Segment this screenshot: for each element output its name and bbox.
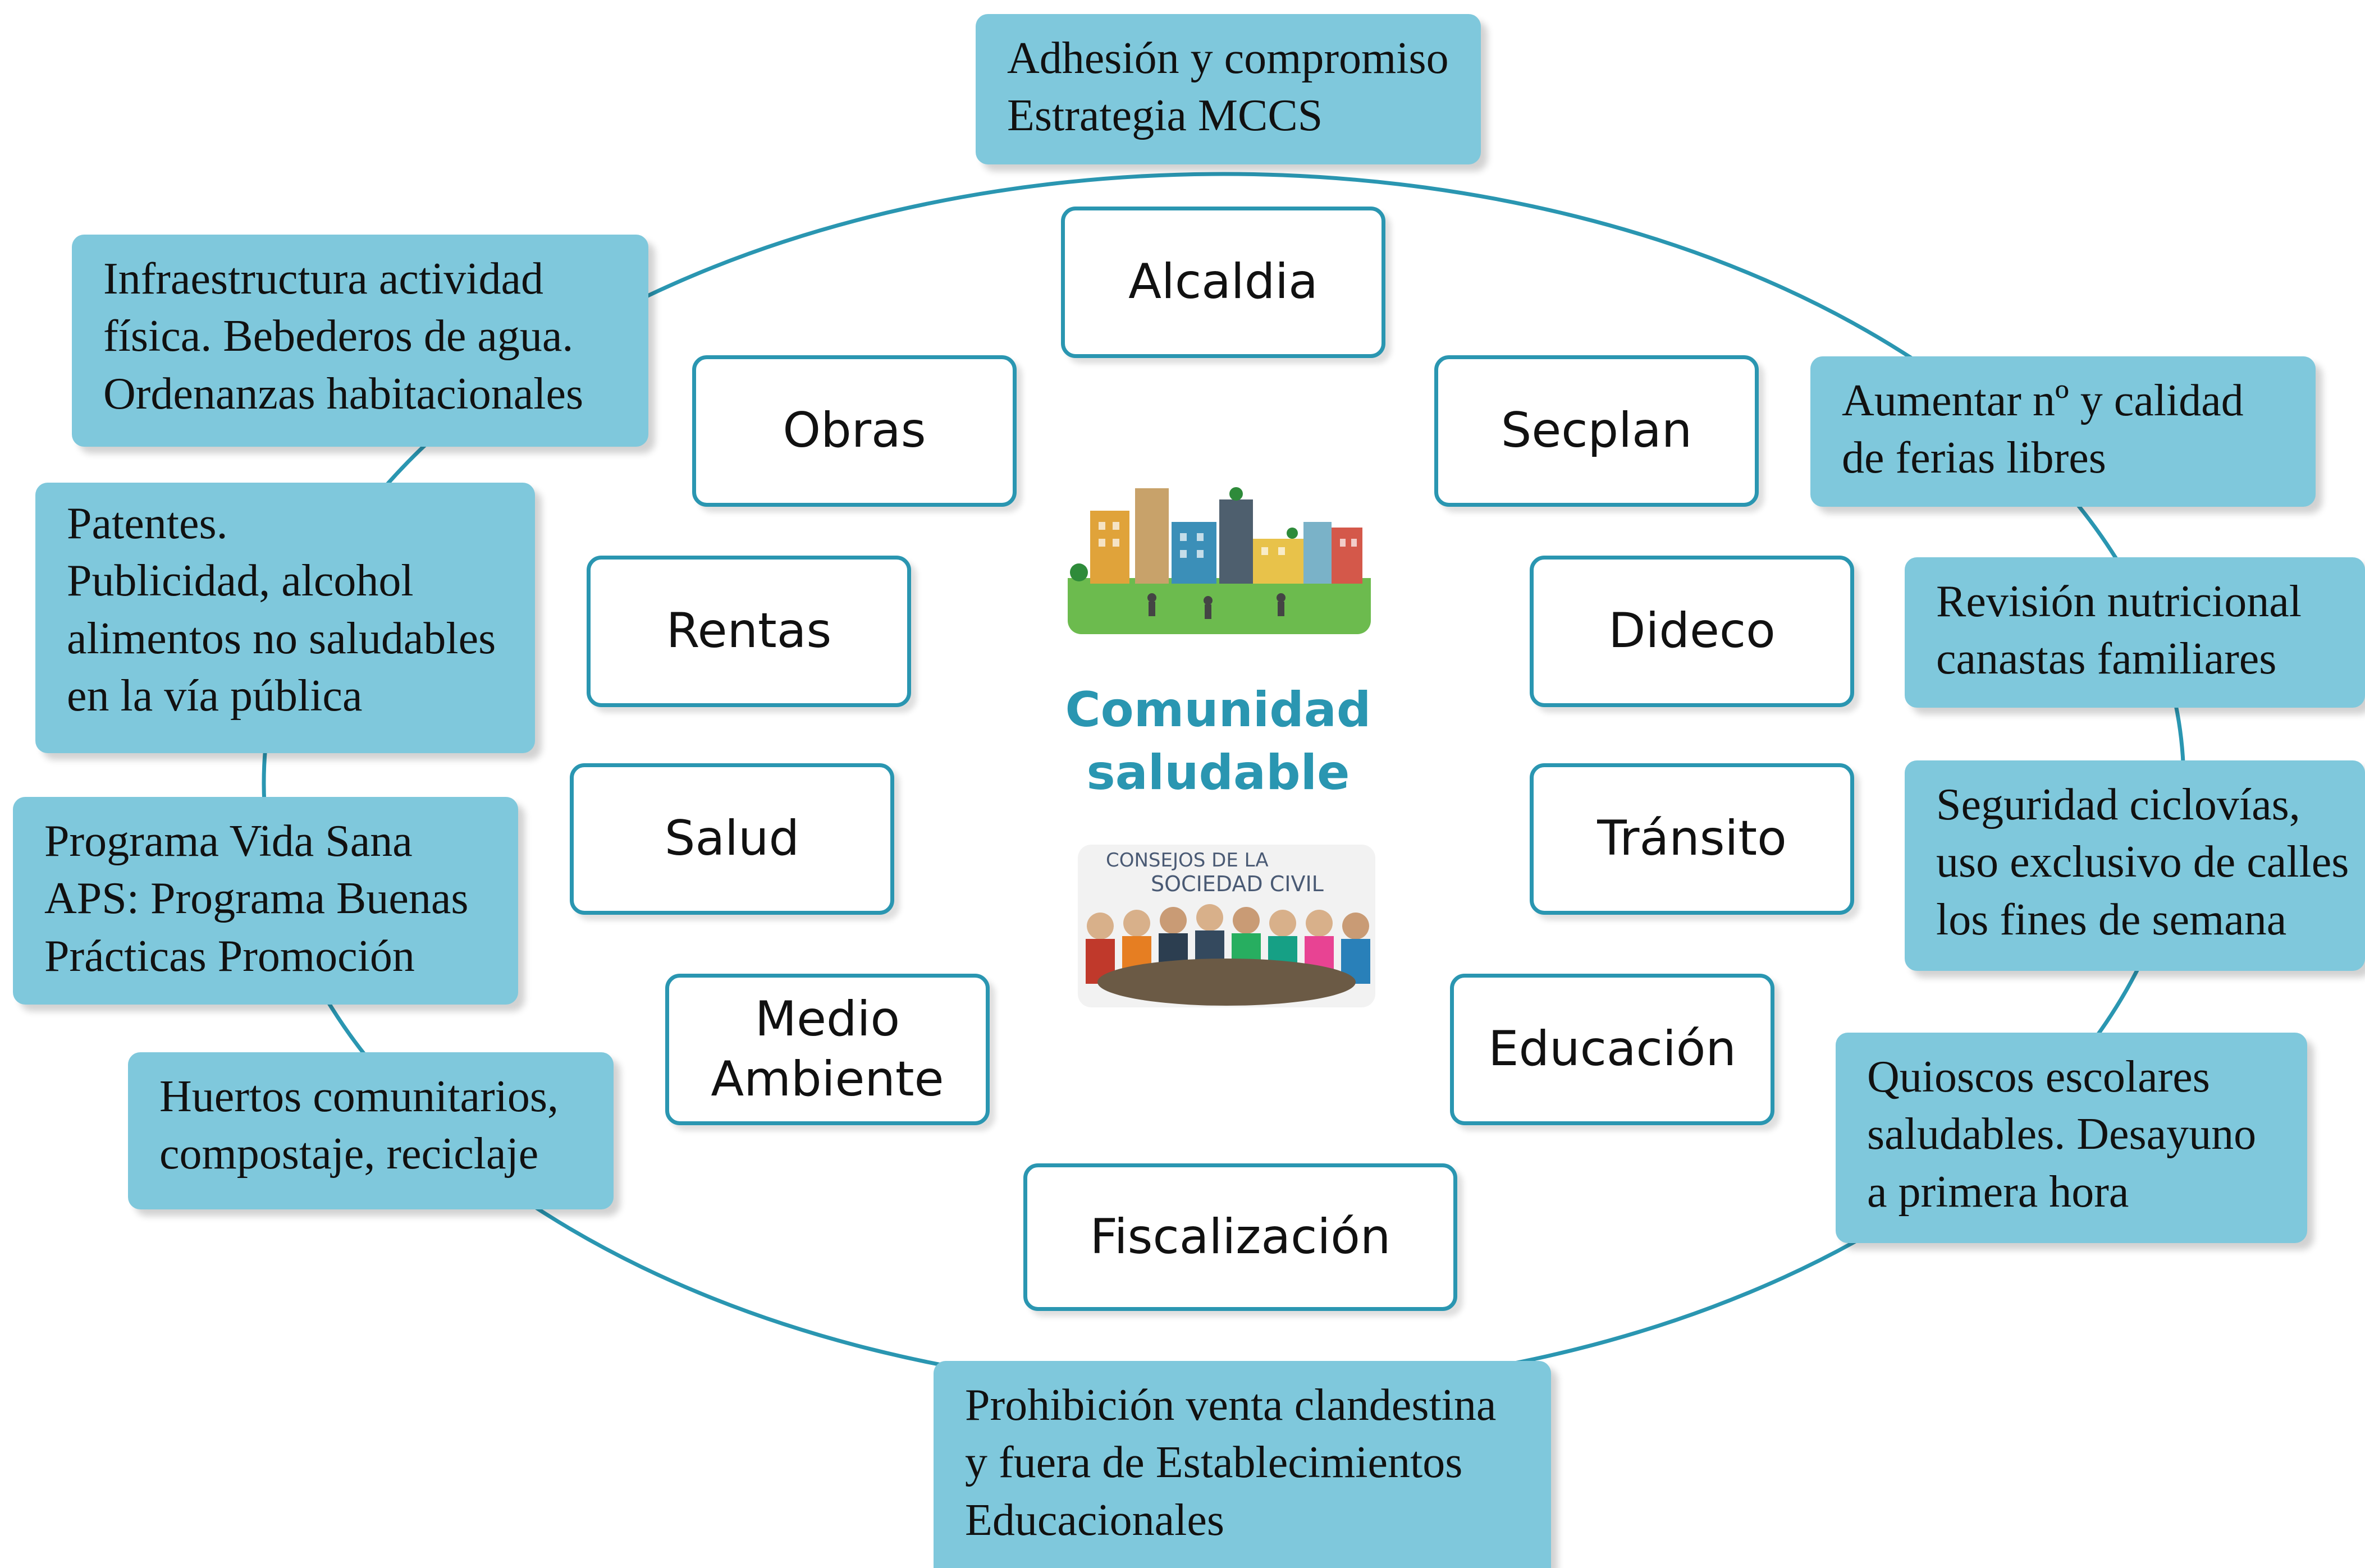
node-rentas: Rentas [587,556,911,707]
node-obras: Obras [692,355,1017,507]
node-educacion-label: Educación [1488,1021,1736,1078]
node-secplan-label: Secplan [1501,402,1692,459]
note-line: alimentos no saludables [67,613,496,663]
city-illustration [1068,477,1371,634]
note-line: Prácticas Promoción [44,931,415,981]
note-line: saludables. Desayuno [1867,1109,2257,1159]
note-line: los fines de semana [1936,895,2287,945]
council-logo-line2: SOCIEDAD CIVIL [1151,872,1324,896]
note-line: canastas familiares [1936,634,2277,684]
node-fiscalizacion-label: Fiscalización [1090,1208,1391,1265]
note-line: Educacionales [965,1495,1224,1545]
node-salud: Salud [570,763,894,915]
note-line: Patentes. [67,499,228,548]
note-transito: Seguridad ciclovías, uso exclusivo de ca… [1905,760,2365,971]
note-line: y fuera de Establecimientos [965,1438,1463,1488]
node-salud-label: Salud [664,810,800,867]
note-fiscalizacion: Prohibición venta clandestina y fuera de… [934,1361,1551,1568]
note-salud: Programa Vida Sana APS: Programa Buenas … [13,797,518,1005]
node-obras-label: Obras [783,402,926,459]
center-title-line1: Comunidad [1065,682,1371,738]
note-line: Adhesión y compromiso [1007,34,1449,83]
council-illustration: CONSEJOS DE LA SOCIEDAD CIVIL [1078,845,1375,1007]
node-alcaldia-label: Alcaldia [1128,254,1318,310]
node-educacion: Educación [1450,974,1774,1125]
note-obras: Infraestructura actividad física. Bebede… [72,235,648,447]
note-educacion: Quioscos escolares saludables. Desayuno … [1836,1033,2307,1243]
note-rentas: Patentes. Publicidad, alcohol alimentos … [35,483,535,753]
note-line: Infraestructura actividad [103,254,544,304]
note-line: Revisión nutricional [1936,577,2302,626]
node-dideco: Dideco [1530,556,1854,707]
note-line: a primera hora [1867,1167,2129,1217]
node-dideco-label: Dideco [1608,603,1776,659]
note-line: física. Bebederos de agua. [103,311,574,361]
center-title: Comunidad saludable [1033,679,1403,805]
node-transito: Tránsito [1530,763,1854,915]
note-line: compostaje, reciclaje [159,1129,539,1179]
note-secplan: Aumentar nº y calidad de ferias libres [1810,356,2316,507]
note-line: APS: Programa Buenas [44,874,469,924]
council-logo-line1: CONSEJOS DE LA [1106,849,1269,872]
note-line: Publicidad, alcohol [67,556,414,606]
note-medio-ambiente: Huertos comunitarios, compostaje, recicl… [128,1052,614,1209]
note-line: en la vía pública [67,671,363,721]
note-line: Ordenanzas habitacionales [103,369,584,419]
node-fiscalizacion: Fiscalización [1023,1163,1457,1311]
node-transito-label: Tránsito [1597,810,1787,867]
note-line: Prohibición venta clandestina [965,1381,1497,1430]
node-medio-ambiente-label-1: Medio [754,991,900,1047]
note-line: Estrategia MCCS [1007,91,1323,141]
node-medio-ambiente-label-2: Ambiente [711,1051,944,1107]
note-line: Quioscos escolares [1867,1052,2210,1102]
node-medio-ambiente: Medio Ambiente [665,974,990,1125]
note-line: de ferias libres [1842,433,2106,483]
note-line: Huertos comunitarios, [159,1072,559,1121]
note-dideco: Revisión nutricional canastas familiares [1905,557,2365,708]
note-alcaldia: Adhesión y compromiso Estrategia MCCS [976,14,1481,164]
note-line: Aumentar nº y calidad [1842,376,2244,425]
node-rentas-label: Rentas [666,603,832,659]
center-title-line2: saludable [1086,744,1350,801]
note-line: Programa Vida Sana [44,817,413,866]
node-alcaldia: Alcaldia [1061,207,1385,358]
note-line: Seguridad ciclovías, [1936,780,2300,829]
node-secplan: Secplan [1434,355,1759,507]
note-line: uso exclusivo de calles [1936,837,2349,887]
